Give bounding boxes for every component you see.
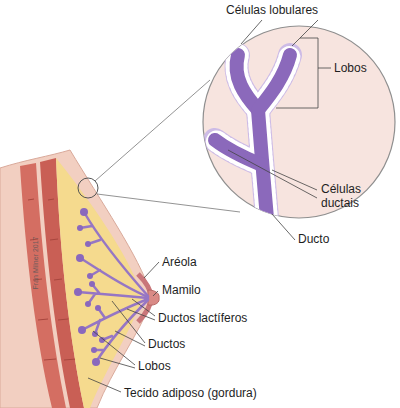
lobules bbox=[74, 208, 105, 366]
part-label: Mamilo bbox=[162, 283, 201, 297]
part-label: Aréola bbox=[162, 255, 197, 269]
leader-line bbox=[88, 20, 331, 392]
part-label: Tecido adiposo (gordura) bbox=[124, 386, 257, 400]
part-label: Ductos bbox=[148, 337, 185, 351]
part-label: Lobos bbox=[334, 61, 367, 75]
part-label: Lobos bbox=[138, 359, 171, 373]
part-label: Células lobulares bbox=[226, 3, 318, 17]
inset-circle bbox=[203, 26, 395, 218]
skin bbox=[0, 150, 156, 408]
lobule-detail bbox=[215, 55, 290, 230]
watermark: Fran Milner 2017 bbox=[32, 236, 40, 289]
part-label: Ductos lactíferos bbox=[158, 311, 247, 325]
part-label: Ducto bbox=[298, 232, 329, 246]
part-label: Células ductais bbox=[321, 182, 381, 210]
nipple bbox=[148, 290, 159, 305]
ducts bbox=[78, 212, 148, 362]
adipose-tissue bbox=[56, 158, 142, 408]
